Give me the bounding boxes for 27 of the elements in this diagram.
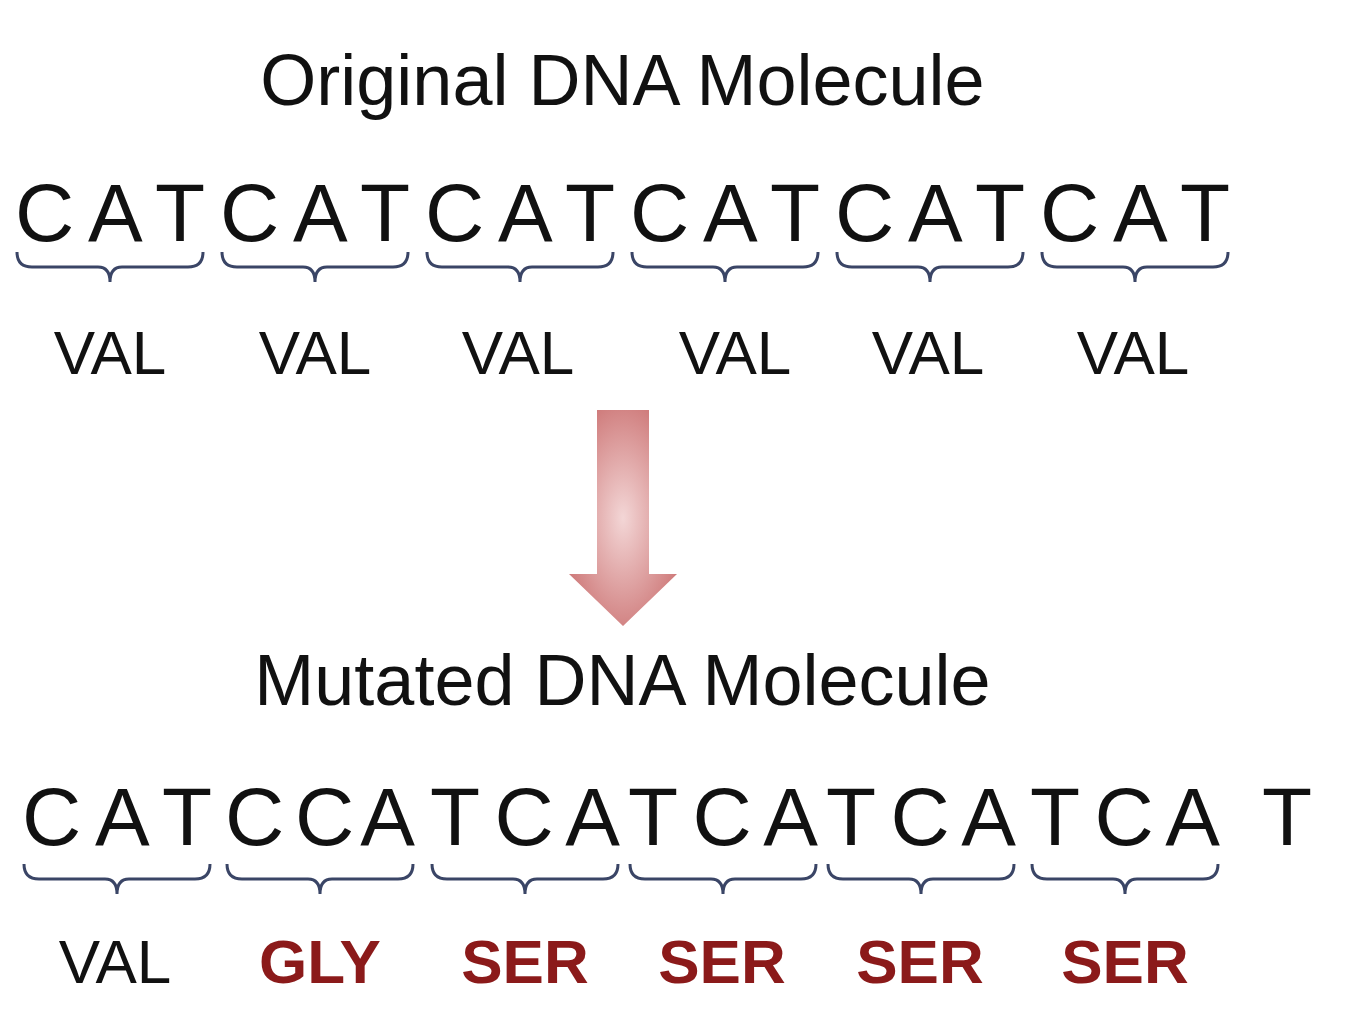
amino-acid-label: SER [657,927,787,997]
codon-letters: C A T [1040,168,1230,258]
amino-acid-label: SER [460,927,590,997]
codon-letters: C A T [835,168,1025,258]
amino-acid-label: SER [855,927,985,997]
amino-acid-label: VAL [1075,318,1191,388]
amino-acid-label: VAL [870,318,986,388]
heading-text: Original DNA Molecule [100,25,1145,135]
amino-acid-label: VAL [57,927,173,997]
codon-letters: C A T [630,168,820,258]
amino-acid-label: SER [1060,927,1190,997]
amino-acid-label: VAL [460,318,576,388]
heading-text: Mutated DNA Molecule [100,628,1145,732]
codon-letters: T C A [826,772,1016,862]
codon-letters: T C A [628,772,818,862]
codon-letters: T C A [430,772,620,862]
codon-letters: C A T [15,168,205,258]
amino-acid-label: VAL [257,318,373,388]
codon-letters: C A T [220,168,410,258]
down-arrow [569,410,677,626]
amino-acid-label: VAL [677,318,793,388]
codon-letters: C A T [425,168,615,258]
amino-acid-label: VAL [52,318,168,388]
codon-letters: T C A [1030,772,1220,862]
amino-acid-label: GLY [258,927,382,997]
codon-letters: C C A [225,772,415,862]
codon-letters: C A T [22,772,212,862]
